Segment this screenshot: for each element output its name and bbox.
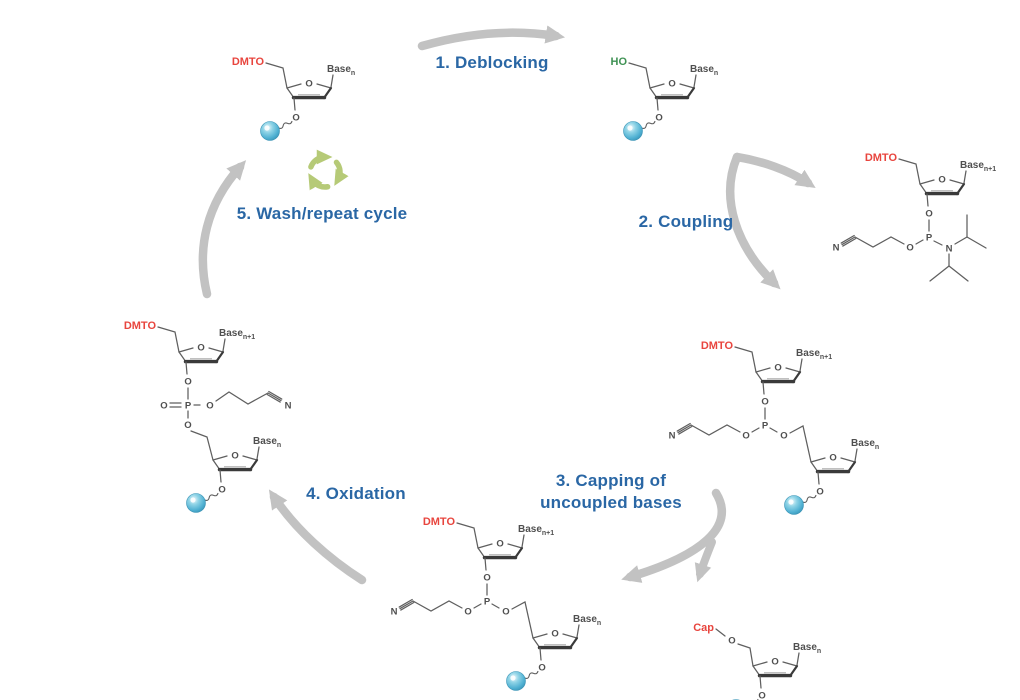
step4-label: 4. Oxidation (306, 484, 406, 503)
step3-label-line1: 3. Capping of (555, 471, 667, 490)
structure-phosphoramidite-monomer: N (831, 152, 997, 282)
bridge-oxygen-label: O (780, 431, 787, 442)
bridge-oxygen-label: O (184, 420, 191, 431)
cne-oxygen-label: O (206, 401, 213, 412)
structure-support-nucleoside-dmt: DMTO (232, 56, 355, 141)
structure-phosphite-dimer-bottom: O (389, 516, 602, 691)
arrow-step5-wash (198, 160, 247, 299)
recycle-icon (308, 149, 349, 191)
step3-label: 3. Capping of uncoupled bases (521, 470, 701, 514)
arrow-step4-oxidation (268, 489, 367, 585)
structure-phosphate-dimer-oxidized: O O N O (124, 320, 292, 513)
step2-label: 2. Coupling (638, 212, 734, 231)
hydroxyl-group-label: HO (611, 56, 628, 68)
bridge-oxygen-label: O (502, 607, 509, 618)
arrow-step2-coupling-down (726, 152, 781, 290)
cap-oxygen-label: O (728, 636, 735, 647)
nitrile-nitrogen-label: N (285, 401, 292, 412)
arrow-step1-deblocking (417, 25, 566, 51)
arrow-step2-coupling-branch (732, 152, 816, 189)
phosphoryl-oxygen-label: O (160, 401, 167, 412)
step3-label-line2: uncoupled bases (540, 493, 682, 512)
dmt-group-label: DMTO (232, 56, 265, 68)
arrow-step3-capping-main (621, 488, 726, 583)
amidite-nitrogen-label: N (946, 244, 953, 255)
structure-phosphite-dimer: O (667, 340, 880, 515)
arrow-step3-capping-branch (694, 538, 716, 583)
step1-label: 1. Deblocking (435, 53, 549, 72)
cap-group-label: Cap (693, 622, 714, 634)
step5-label: 5. Wash/repeat cycle (236, 204, 408, 223)
structure-capped-nucleoside: Cap O (693, 622, 821, 700)
structure-support-nucleoside-5oh: HO (611, 56, 719, 141)
